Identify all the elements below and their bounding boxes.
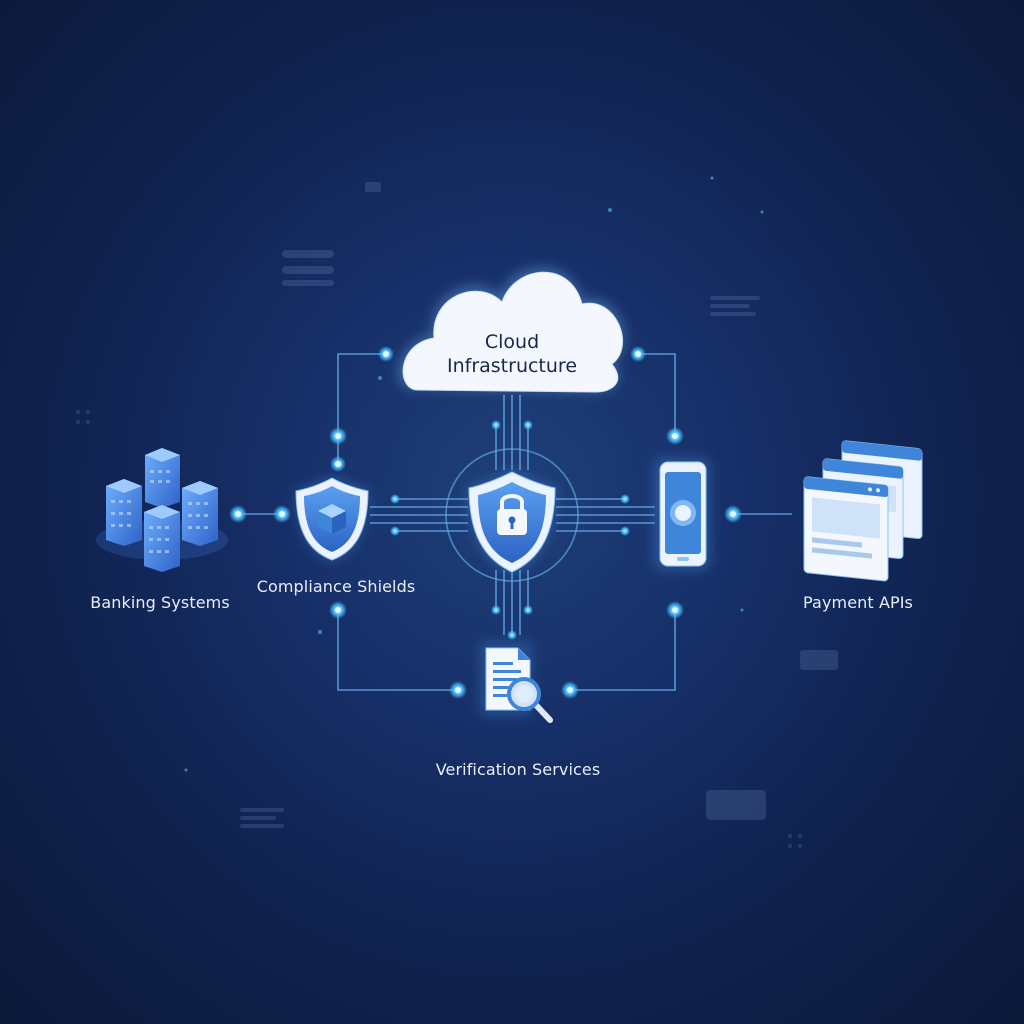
document-search-icon (480, 642, 553, 723)
cloud-infrastructure-label: Cloud Infrastructure (447, 330, 577, 378)
background-decor (76, 182, 838, 848)
cloud-label-line2: Infrastructure (446, 355, 578, 377)
shield-cube-icon (295, 476, 369, 562)
smartphone-icon (654, 458, 710, 570)
verification-services-label: Verification Services (435, 760, 601, 779)
payment-apis-label: Payment APIs (803, 593, 913, 612)
buildings-icon (96, 448, 228, 572)
compliance-shields-label: Compliance Shields (256, 577, 416, 596)
browser-windows-icon (803, 440, 923, 582)
cloud-label-line1: Cloud (484, 331, 540, 353)
cloud-infrastructure-node (397, 267, 625, 393)
connector-nodes (229, 346, 742, 699)
background-sparkles (184, 176, 764, 772)
cloud-icon (402, 271, 623, 393)
banking-systems-label: Banking Systems (90, 593, 230, 612)
shield-lock-icon (468, 470, 556, 574)
